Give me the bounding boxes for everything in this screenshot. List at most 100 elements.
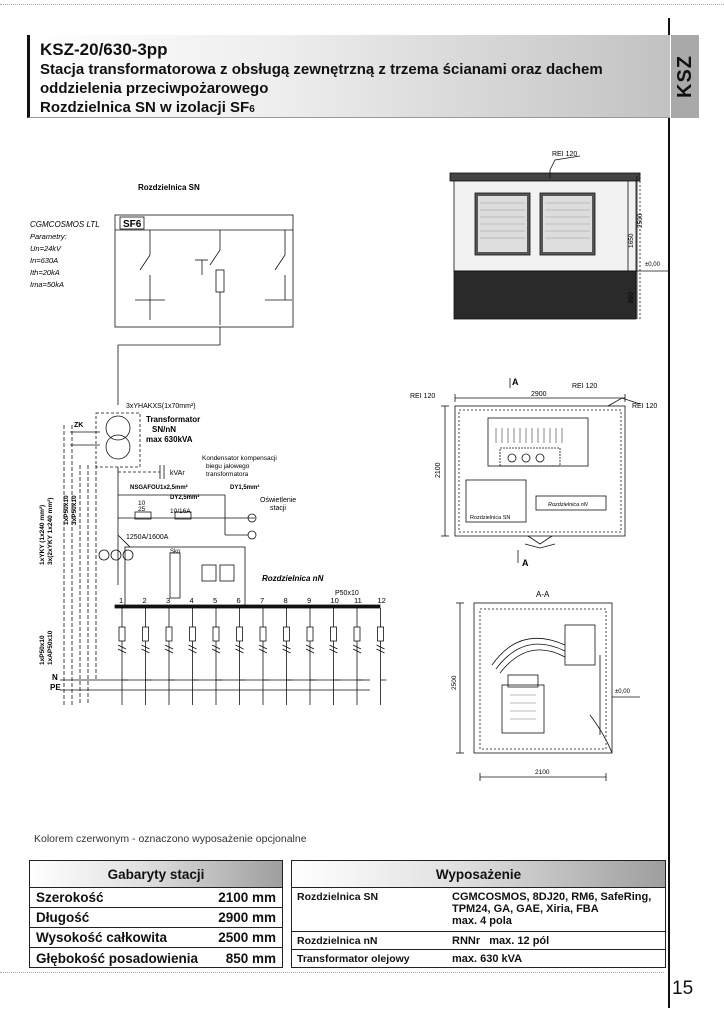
plan-rei-left: REI 120 xyxy=(410,393,435,400)
sf6-label: SF6 xyxy=(123,219,142,230)
transformer-l3: max 630kVA xyxy=(146,435,193,444)
komp-l2: biegu jałowego xyxy=(206,463,250,470)
feeder xyxy=(376,608,387,705)
header-line-1: Stacja transformatorowa z obsługą zewnęt… xyxy=(40,61,603,78)
equip-label: Transformator olejowy xyxy=(297,953,410,965)
feeder xyxy=(188,608,199,705)
equip-value: CGMCOSMOS, 8DJ20, RM6, SafeRing, TPM24, … xyxy=(447,888,665,931)
right-margin-rule xyxy=(668,18,670,1008)
bottom-rule xyxy=(0,972,664,973)
cable-dy2: DY2,5mm² xyxy=(170,494,199,501)
electrical-diagram: Rozdzielnica SN CGMCOSMOS LTL Parametry:… xyxy=(30,183,387,705)
plan-box-sn: Rozdzielnica SN xyxy=(470,515,510,521)
kvar-label: kVAr xyxy=(170,470,185,477)
feeder xyxy=(305,608,316,705)
feeder-number: 3 xyxy=(166,596,170,605)
plan-2900: 2900 xyxy=(531,391,547,398)
plan-2100: 2100 xyxy=(435,462,442,478)
komp-l1: Kondensator kompensacji xyxy=(202,455,277,462)
light-l1: Oświetlenie xyxy=(260,497,296,504)
table-row: Długość 2900 mm xyxy=(30,908,282,928)
light-l2: stacji xyxy=(270,505,286,512)
feeder-number: 1 xyxy=(119,596,123,605)
feeder-number: 10 xyxy=(331,596,339,605)
equip-value-line: CGMCOSMOS, 8DJ20, RM6, SafeRing, xyxy=(452,891,652,903)
vcable-4: 3xP50x10 xyxy=(71,495,78,525)
plan-section-bottom: A xyxy=(522,558,529,568)
fuse1-bot: 25 xyxy=(138,506,146,513)
nn-title: Rozdzielnica nN xyxy=(262,574,324,583)
dimensions-table: Gabaryty stacji Szerokość 2100 mm Długoś… xyxy=(29,860,283,968)
dimensions-table-title: Gabaryty stacji xyxy=(30,861,282,888)
page-header: KSZ-20/630-3pp Stacja transformatorowa z… xyxy=(27,35,670,118)
feeder-number: 11 xyxy=(354,596,362,605)
transformer-l1: Transformator xyxy=(146,415,200,424)
cable-nsgafou: NSGAFOU1x2,5mm² xyxy=(130,484,188,491)
feeder-number: 12 xyxy=(378,596,386,605)
legend-note: Kolorem czerwonym - oznaczono wyposażeni… xyxy=(34,833,307,845)
feeder-number: 2 xyxy=(143,596,147,605)
feeder-number: 5 xyxy=(213,596,217,605)
vcable-6: 1xAP50x10 xyxy=(47,630,54,665)
header-line-3: Rozdzielnica SN w izolacji SF6 xyxy=(40,98,660,119)
zk-label: ZK xyxy=(74,422,83,429)
plan-view: A A REI 120 REI 120 REI 120 2900 2100 Ro… xyxy=(410,377,657,568)
feeder-number: 6 xyxy=(237,596,241,605)
feeder xyxy=(235,608,246,705)
feeder-number: 7 xyxy=(260,596,264,605)
feeder xyxy=(141,608,152,705)
fuse2-label: 10/16A xyxy=(170,508,191,515)
vcable-3: 1xP50x10 xyxy=(63,495,70,525)
elev-2500: 2500 xyxy=(637,213,644,228)
top-rule xyxy=(0,4,724,5)
feeder xyxy=(329,608,340,705)
section-title: A-A xyxy=(536,590,550,599)
product-code: KSZ-20/630-3pp xyxy=(40,40,168,59)
sn-cable: 3xYHAKXS(1x70mm²) xyxy=(126,403,196,410)
section-tab: KSZ xyxy=(671,35,699,118)
equipment-table-title: Wyposażenie xyxy=(292,861,665,888)
equipment-table: Wyposażenie Rozdzielnica SN CGMCOSMOS, 8… xyxy=(291,860,666,968)
params-label: Parametry: xyxy=(30,232,67,241)
fuse1-top: 10 xyxy=(138,500,146,507)
feeder-number: 9 xyxy=(307,596,311,605)
feeder xyxy=(211,608,222,705)
param-ima: Ima=50kA xyxy=(30,280,64,289)
plan-rei-top: REI 120 xyxy=(572,383,597,390)
feeder xyxy=(117,608,128,705)
section-2100: 2100 xyxy=(535,769,550,776)
busbar-p50: P50x10 xyxy=(335,590,359,597)
n-label: N xyxy=(52,673,58,682)
elev-000: ±0,00 xyxy=(645,262,661,268)
sko-label: Sko xyxy=(170,549,181,555)
header-line-2: oddzielenia przeciwpożarowego xyxy=(40,80,269,97)
table-row: Transformator olejowy max. 630 kVA xyxy=(292,950,665,968)
feeder xyxy=(282,608,293,705)
table-row: Rozdzielnica SN CGMCOSMOS, 8DJ20, RM6, S… xyxy=(292,888,665,932)
dim-label: Długość xyxy=(36,910,90,925)
dim-label: Wysokość całkowita xyxy=(36,930,168,945)
main-switch-label: 1250A/1600A xyxy=(126,534,169,541)
feeder xyxy=(164,608,175,705)
param-in: In=630A xyxy=(30,256,58,265)
equip-value-line: TPM24, GA, GAE, Xiria, FBA xyxy=(452,903,599,915)
table-row: Szerokość 2100 mm xyxy=(30,888,282,908)
elev-rei: REI 120 xyxy=(552,151,577,158)
vcable-1: 1xYKY (1x240 mm²) xyxy=(39,505,46,565)
feeder xyxy=(352,608,363,705)
feeder-number: 4 xyxy=(190,596,194,605)
header-line-3-main: Rozdzielnica SN w izolacji SF xyxy=(40,99,250,116)
equip-label: Rozdzielnica nN xyxy=(297,935,378,947)
plan-rei-right: REI 120 xyxy=(632,403,657,410)
cable-dy1: DY1,5mm² xyxy=(230,484,259,491)
equip-value-line: max. 4 pola xyxy=(452,915,512,927)
table-row: Rozdzielnica nN RNNr max. 12 pól xyxy=(292,932,665,950)
elev-850: 850 xyxy=(628,292,635,303)
dim-label: Głębokość posadowienia xyxy=(36,950,199,966)
equip-value: RNNr max. 12 pól xyxy=(452,935,550,947)
elev-1650: 1650 xyxy=(628,233,635,248)
page-number: 15 xyxy=(672,978,694,999)
sn-title: Rozdzielnica SN xyxy=(138,183,200,192)
vcable-2: 3x(2xYKY 1x240 mm²) xyxy=(47,498,54,565)
